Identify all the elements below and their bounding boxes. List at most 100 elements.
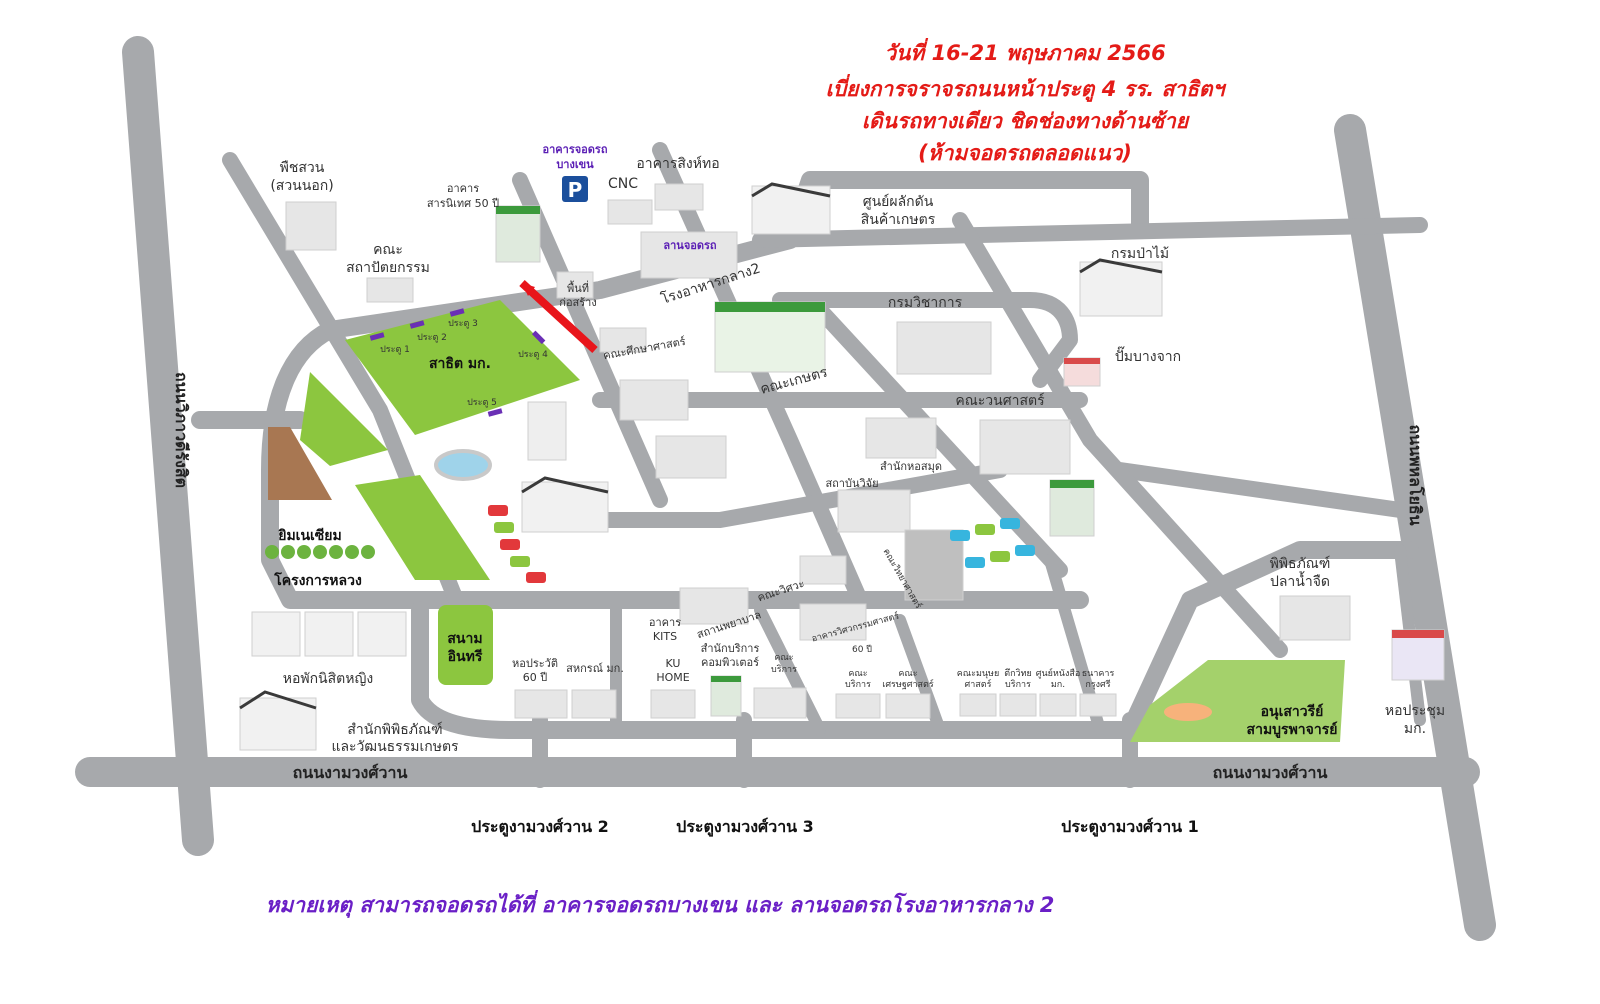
label-computer-2: คอมพิวเตอร์ [701,656,759,669]
label-monument-1: อนุเสาวรีย์ [1261,703,1324,720]
parked-cars [488,505,1035,583]
car-icon [526,572,546,583]
label-garden-1: พืชสวน [280,160,325,176]
research-building [837,489,911,533]
gymnasium-court [268,427,332,500]
agriculture-roof [715,302,825,312]
roof-satit-house [521,476,609,494]
economics-building [885,693,931,719]
fish-museum-building [1279,595,1351,641]
vet-building [799,555,847,585]
gate-marker [409,320,425,329]
label-singto: อาคารสิงห์ทอ [636,155,719,172]
cnc-building [607,199,653,225]
green-lawn-1 [300,372,388,466]
label-royal-project: โครงการหลวง [273,571,362,589]
road-label-phahonyothin: ถนนพหลโยธิน [1406,424,1426,525]
label-insee-1: สนาม [447,631,482,647]
parking-bangkhen-line1: อาคารจอดรถ [543,143,608,156]
label-bank-2: กรุงศรี [1085,679,1110,690]
service3-building [999,693,1037,717]
label-museum-1: สำนักพิพิธภัณฑ์ [347,721,442,738]
label-female-dorm: หอพักนิสิตหญิง [283,671,374,687]
school-name: สาธิต มก. [429,356,491,372]
label-forestry-dept: กรมป่าไม้ [1111,245,1169,262]
computer-roof [711,676,741,682]
tree-icon [329,545,343,559]
gate-marker [449,308,465,317]
label-cnc: CNC [608,176,638,192]
education-building [599,327,647,353]
service2-building [835,693,881,719]
agriculture-building [714,301,826,373]
satit-tower [527,401,567,461]
road-agri-loop [772,292,1078,388]
auditorium-roof [1392,630,1444,638]
bank-building [1079,693,1117,717]
label-service3-2: บริการ [1005,679,1031,690]
car-icon [950,530,970,541]
east-tower [1049,479,1095,537]
label-academic: กรมวิชาการ [888,295,963,311]
label-garden-2: (สวนนอก) [270,178,333,194]
monument-park [1130,660,1345,742]
gate-label-2: ประตูงามวงศ์วาน 2 [471,817,609,838]
label-construction-2: ก่อสร้าง [559,296,596,309]
school-gate-5: ประตู 5 [467,398,497,408]
bookshop-building [1039,693,1077,717]
label-economics-1: คณะ [898,669,917,679]
label-museum-2: และวัฒนธรรมเกษตร [331,739,459,755]
label-service-2: บริการ [771,664,797,675]
parking-lot-label: ลานจอดรถ [663,239,717,252]
roof-museum [239,690,317,710]
forestry-fac-building [979,419,1071,475]
monument-plaza [1164,703,1212,721]
academic-building [896,321,992,375]
label-auditorium-1: หอประชุม [1385,703,1445,719]
road-s2 [754,604,826,736]
road-label-ngamwongwan-right: ถนนงามวงศ์วาน [1213,763,1328,782]
gate-marker [487,408,503,417]
school-gate-markers [369,308,546,417]
car-icon [990,551,1010,562]
road-phahonyothin [1334,114,1496,941]
green-areas [268,300,1345,742]
label-construction-1: พื้นที่ [567,280,589,295]
car-icon [1000,518,1020,529]
dorm-building-2 [304,611,354,657]
humanities-building [959,693,997,717]
label-architecture-1: คณะ [373,242,403,258]
label-service3-1: ตึกวิทย [1004,668,1032,679]
road-south-ring [411,541,1419,739]
science-tower [904,529,964,601]
label-kits-2: KITS [653,630,677,643]
label-bookshop-1: ศูนย์หนังสือ [1036,667,1081,679]
nursing-building [679,587,749,625]
label-insee-2: อินทรี [447,649,483,665]
road-middle-2 [552,462,1008,528]
saranithet-roof [496,206,540,214]
label-humanities-1: คณะมนุษย [957,669,1000,679]
school-gate-1: ประตู 1 [380,345,410,355]
school-gate-4: ประตู 4 [518,350,548,360]
label-monument-2: สามบูรพาจารย์ [1247,721,1338,738]
roof-outlines [239,182,1163,710]
label-library: สำนักหอสมุด [880,460,942,473]
canteen2-building [640,231,738,279]
car-icon [510,556,530,567]
label-kuhome-1: KU [666,657,681,670]
east-tower-roof [1050,480,1094,488]
saranithet-building [495,205,541,263]
label-product-center-1: ศูนย์ผลักดัน [863,193,934,210]
label-bank-1: ธนาคาร [1082,669,1115,679]
road-label-ngamwongwan-left: ถนนงามวงศ์วาน [293,763,408,782]
label-eng60-2: 60 ปี [852,644,872,655]
garden-building [285,201,337,251]
singto-building [654,183,704,211]
parking-bangkhen-line2: บางเขน [556,158,594,171]
label-saranithet-1: อาคาร [447,182,479,195]
notice-line-4: (ห้ามจอดรถตลอดแนว) [918,141,1132,165]
gate-marker [531,330,546,345]
construction-site [556,271,594,299]
notice-line-2: เบี่ยงการจราจรถนนหน้าประตู 4 รร. สาธิตฯ [826,74,1227,102]
